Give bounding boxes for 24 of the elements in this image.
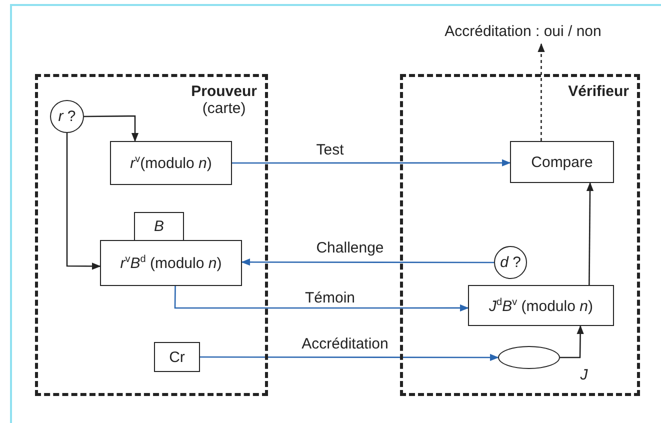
- arrow: [560, 325, 584, 358]
- arrow: [174, 286, 469, 312]
- group-subtitle: (carte): [201, 100, 247, 117]
- process-box: Compare: [510, 141, 614, 183]
- process-box: B: [134, 212, 184, 241]
- arrow: [66, 133, 101, 270]
- group-frame: [400, 74, 640, 396]
- group-title: Vérifieur: [568, 83, 629, 100]
- arrow: [200, 354, 499, 362]
- arrow: [538, 43, 545, 141]
- edge-label: Challenge: [314, 240, 386, 256]
- process-box: r$^{v}$B$^{d}$ (modulo n): [100, 240, 242, 286]
- circle-node: d ?: [494, 246, 527, 279]
- process-box: r$^{v}$(modulo n): [110, 141, 232, 185]
- circle-node: r ?: [50, 100, 84, 133]
- arrow: [586, 182, 594, 285]
- group-title: Prouveur: [191, 83, 257, 100]
- process-box: J$^{d}$B$^{v}$ (modulo n): [468, 285, 614, 326]
- arrow: [241, 258, 494, 266]
- arrow: [232, 159, 511, 166]
- process-box: Cr: [154, 342, 200, 372]
- output-label: Accréditation : oui / non: [398, 18, 648, 44]
- group-frame: [35, 74, 268, 396]
- arrow: [84, 115, 139, 142]
